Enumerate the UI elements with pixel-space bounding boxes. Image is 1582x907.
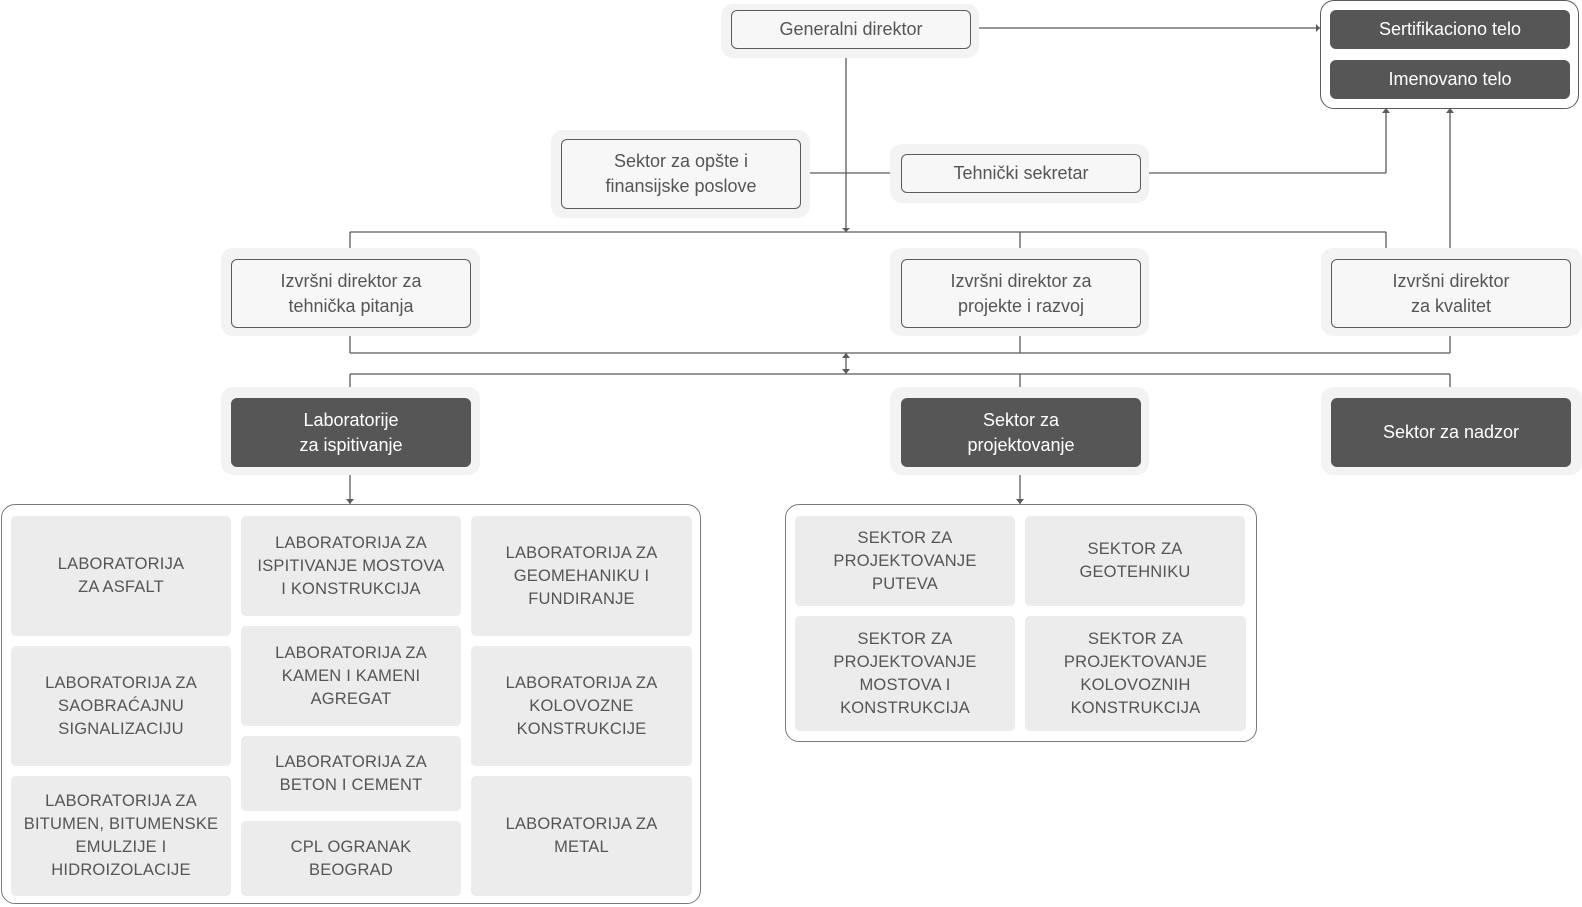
lab-cell[interactable]: LABORATORIJA ZA BITUMEN, BITUMENSKE EMUL… — [11, 776, 231, 896]
design-sector-cell[interactable]: SEKTOR ZA PROJEKTOVANJE PUTEVA — [795, 516, 1015, 606]
general-affairs-sector-box[interactable]: Sektor za opšte i finansijske poslove — [561, 139, 801, 209]
executive-projects-box[interactable]: Izvršni direktor za projekte i razvoj — [901, 259, 1141, 328]
design-sector-cell[interactable]: SEKTOR ZA GEOTEHNIKU — [1025, 516, 1245, 606]
lab-cell[interactable]: LABORATORIJA ZA GEOMEHANIKU I FUNDIRANJE — [471, 516, 692, 636]
lab-cell[interactable]: LABORATORIJA ZA ISPITIVANJE MOSTOVA I KO… — [241, 516, 461, 616]
executive-quality-box[interactable]: Izvršni direktor za kvalitet — [1331, 259, 1571, 328]
labs-division-box[interactable]: Laboratorije za ispitivanje — [231, 398, 471, 467]
lab-cell[interactable]: LABORATORIJA ZA METAL — [471, 776, 692, 896]
lab-cell[interactable]: LABORATORIJA ZA SAOBRAĆAJNU SIGNALIZACIJ… — [11, 646, 231, 766]
certification-body-box[interactable]: Sertifikaciono telo — [1330, 10, 1570, 49]
executive-technical-box[interactable]: Izvršni direktor za tehnička pitanja — [231, 259, 471, 328]
lab-cell[interactable]: LABORATORIJA ZA KAMEN I KAMENI AGREGAT — [241, 626, 461, 726]
design-sector-cell[interactable]: SEKTOR ZA PROJEKTOVANJE KOLOVOZNIH KONST… — [1025, 616, 1246, 731]
general-director-box[interactable]: Generalni direktor — [731, 10, 971, 49]
supervision-division-box[interactable]: Sektor za nadzor — [1331, 398, 1571, 467]
lab-cell[interactable]: LABORATORIJA ZA BETON I CEMENT — [241, 736, 461, 811]
notified-body-box[interactable]: Imenovano telo — [1330, 60, 1570, 99]
design-division-box[interactable]: Sektor za projektovanje — [901, 398, 1141, 467]
lab-cell[interactable]: CPL OGRANAK BEOGRAD — [241, 821, 461, 896]
design-sector-cell[interactable]: SEKTOR ZA PROJEKTOVANJE MOSTOVA I KONSTR… — [795, 616, 1015, 731]
technical-secretary-box[interactable]: Tehnički sekretar — [901, 154, 1141, 193]
lab-cell[interactable]: LABORATORIJA ZA ASFALT — [11, 516, 231, 636]
lab-cell[interactable]: LABORATORIJA ZA KOLOVOZNE KONSTRUKCIJE — [471, 646, 692, 766]
